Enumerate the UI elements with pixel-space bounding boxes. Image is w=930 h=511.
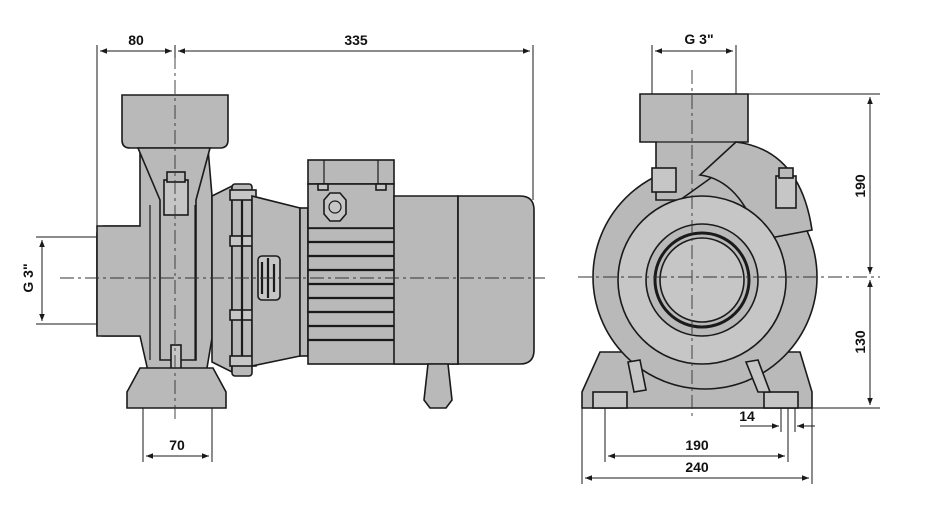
front-view: G 3" 190 130 14 190 240 xyxy=(578,31,880,484)
dim-height-upper: 190 xyxy=(852,174,868,198)
dim-base-width: 240 xyxy=(685,459,709,475)
discharge-neck xyxy=(136,147,212,361)
front-bolt xyxy=(775,175,797,209)
dim-foot-spacing: 190 xyxy=(685,437,709,453)
casing-bracket xyxy=(211,184,233,374)
motor-foot xyxy=(423,363,453,409)
dim-foot-hole: 14 xyxy=(739,408,755,424)
cable-gland xyxy=(323,192,347,222)
dim-outlet-thread: G 3" xyxy=(684,31,713,47)
dim-suction-offset: 80 xyxy=(128,32,144,48)
terminal-box xyxy=(307,159,395,185)
side-view: 80 335 G 3" 70 xyxy=(20,32,545,462)
inlet-port xyxy=(659,237,745,323)
discharge-flange xyxy=(121,94,229,149)
dim-inlet-thread: G 3" xyxy=(20,263,36,292)
dim-foot-width: 70 xyxy=(169,437,185,453)
dim-total-length: 335 xyxy=(344,32,368,48)
dim-height-lower: 130 xyxy=(852,330,868,354)
motor-fan-cover xyxy=(393,195,459,365)
pump-foot xyxy=(126,367,227,409)
drain-plug xyxy=(163,179,189,216)
